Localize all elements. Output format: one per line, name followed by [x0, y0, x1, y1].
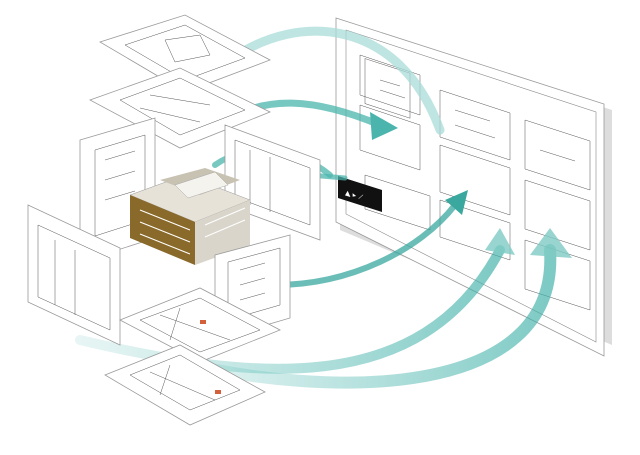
board-sheet: [335, 17, 605, 357]
arrow-elevation-to-board: [272, 202, 458, 288]
drawing-set-board: ▲ ▸ ⟋: [335, 17, 612, 357]
title-block: [338, 176, 382, 212]
connection-arrows: [75, 26, 572, 389]
building-model: [129, 168, 251, 265]
arrow-roof-to-board: [225, 26, 445, 135]
arrow-ground-to-board: [164, 244, 557, 389]
arrow-floor-to-board: [75, 245, 505, 374]
roof-plan-sheet: [99, 14, 271, 93]
side-elevation-sheet: [27, 204, 121, 346]
basement-plan-sheet: [104, 344, 266, 426]
